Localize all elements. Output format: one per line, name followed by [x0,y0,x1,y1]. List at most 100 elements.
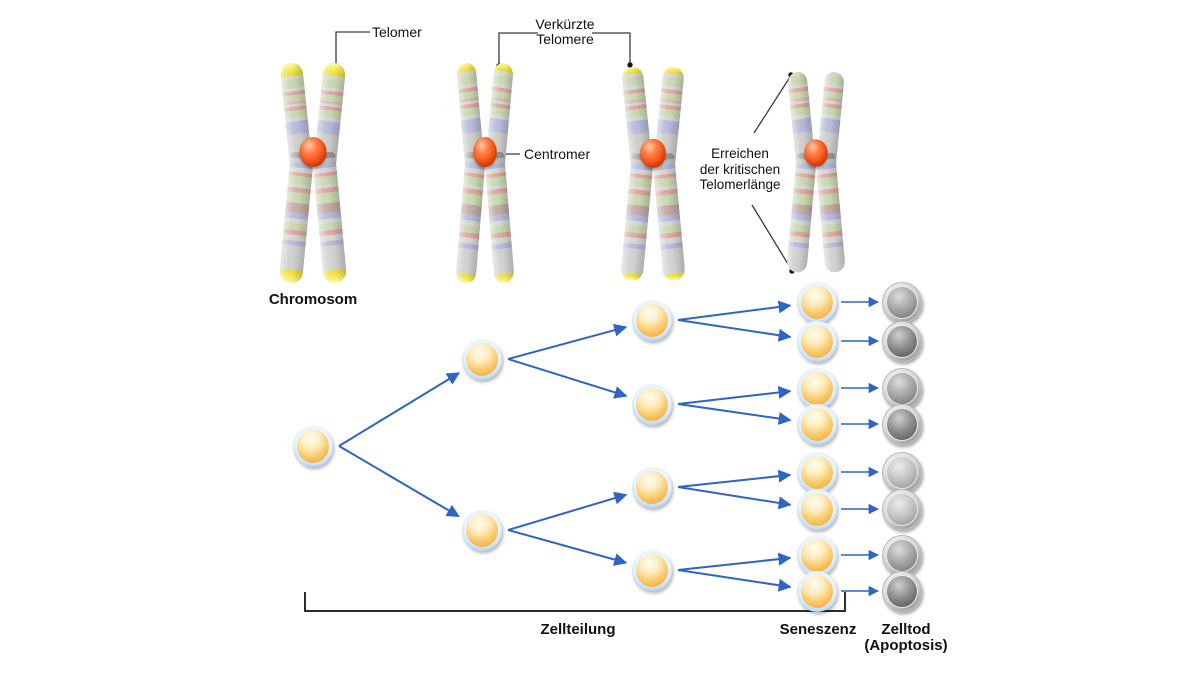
chromatid-bands [455,151,487,276]
cell-body [466,343,498,376]
generation-3-cell [632,300,672,341]
division-arrow [677,469,792,488]
centromere-icon [473,137,497,167]
apoptotic-cell-body [886,539,918,572]
telomere-cap-icon [279,61,304,78]
division-arrow [677,552,792,571]
chromatid-arm-bottom-right [483,151,515,285]
chromatid-bands [279,151,315,272]
generation-3-cell [632,550,672,591]
chromatid-arm-bottom-right [311,151,348,285]
telomere-cap-icon [662,272,686,282]
cell-body [636,388,668,421]
chromatid-bands [311,151,347,272]
generation-4-senescent-cell [797,321,837,362]
telomer-pointer-line [335,31,370,66]
cell-body [636,471,668,504]
telomere-cap-icon [620,272,644,282]
generation-3-cell [632,384,672,425]
critical-telomere-length-label: Erreichen der kritischen Telomerlänge [690,146,790,193]
apoptotic-cell [882,321,922,362]
chromatid-arm-bottom-left [620,152,655,282]
generation-3-cell [632,467,672,508]
label-pointer-lines [335,31,792,270]
verkuerzte-pointer-line-right [592,32,631,63]
critical-pointer-line-top [753,76,791,134]
division-arrow [677,319,792,342]
chromosome-full-telomeres [278,61,348,285]
chromatid-arm-bottom-right [651,152,686,282]
apoptotic-cell-body [886,493,918,526]
apoptotic-cell-body [886,575,918,608]
verkuerzte-telomere-label-line1: Verkürzte [535,16,595,32]
generation-4-senescent-cell [797,535,837,576]
division-arrow [338,445,460,518]
division-arrows [338,296,880,597]
chromatid-bands [651,152,686,275]
cell-body [801,539,833,572]
cell-body [801,325,833,358]
generation-4-senescent-cell [797,368,837,409]
verkuerzte-telomere-label: Verkürzte Telomere [515,17,615,47]
chromatid-arm-bottom-left [278,151,315,285]
division-arrow [677,569,792,592]
generation-2-cell [462,339,502,380]
apoptotic-cell-body [886,456,918,489]
centromer-label: Centromer [524,146,591,162]
division-arrow [677,486,792,510]
apoptotic-cell [882,489,922,530]
critical-pointer-line-bottom [751,204,792,270]
division-arrow [507,323,628,360]
telomere-cap-icon [322,268,348,285]
seneszenz-label: Seneszenz [779,621,857,638]
centromere-icon [299,137,327,167]
chromatid-arm-bottom-right [814,152,846,274]
zellteilung-label: Zellteilung [540,621,616,638]
telomere-cap-icon [621,65,644,76]
zellteilung-bracket [304,592,846,612]
chromosome-shorter-telomeres [619,65,686,282]
apoptotic-cell-body [886,325,918,358]
apoptotic-cell [882,368,922,409]
critical-label-line1: Erreichen [711,146,769,161]
cell-body [801,286,833,319]
apoptotic-cell [882,404,922,445]
generation-4-senescent-cell [797,489,837,530]
chromatid-bands [483,151,515,276]
apoptotic-cell [882,571,922,612]
telomere-cap-icon [455,272,477,285]
chromosome-critical-length [786,70,847,274]
verkuerzte-telomere-label-line2: Telomere [536,31,594,47]
critical-label-line2: der kritischen [699,161,781,177]
centromere-icon [640,138,666,168]
generation-4-senescent-cell [797,571,837,612]
zelltod-label-line2: (Apoptosis) [864,637,948,654]
apoptotic-cell-body [886,286,918,319]
telomere-cap-icon [662,65,685,76]
chromatid-bands [786,152,818,274]
telomere-cap-icon [456,61,477,74]
critical-label-line3: Telomerlänge [699,177,781,192]
telomere-cap-icon [278,268,304,285]
cell-body [801,372,833,405]
cell-body [801,456,833,489]
apoptotic-cell-body [886,408,918,441]
generation-1-cell [293,426,333,467]
generation-4-senescent-cell [797,404,837,445]
apoptotic-cell [882,452,922,493]
apoptotic-cell [882,535,922,576]
verkuerzte-pointer-line-left [498,32,538,64]
chromatid-arm-bottom-left [786,152,818,274]
apoptotic-cell [882,282,922,323]
chromatid-arm-bottom-left [455,151,487,285]
chromatid-bands [814,152,846,274]
chromosome-shortened-telomeres [455,61,516,285]
telomere-cap-icon [493,272,515,285]
telomere-cap-icon [322,61,347,78]
zelltod-apoptosis-label: Zelltod (Apoptosis) [856,622,956,654]
generation-2-cell [462,510,502,551]
chromatid-bands [620,152,655,275]
telomere-cap-icon [493,61,514,74]
